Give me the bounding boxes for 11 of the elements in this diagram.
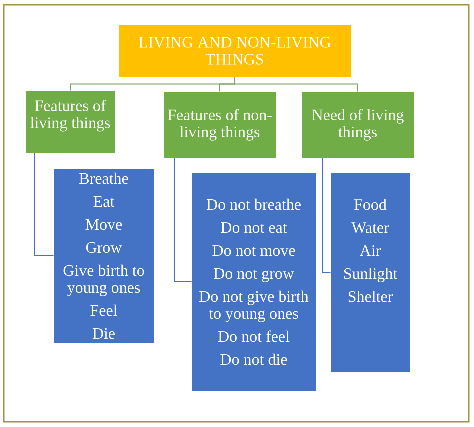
category-box: Features of non-living things	[164, 92, 276, 158]
list-box: Do not breathe Do not eat Do not move Do not grow Do not give birth to young ones Do not feel Do not die	[192, 173, 316, 391]
connector-line	[234, 76, 358, 92]
category-box: Features of living things	[26, 91, 115, 153]
connector-line	[174, 158, 192, 282]
list-box: Breathe Eat Move Grow Give birth to young ones Feel Die	[54, 169, 154, 343]
connector-line	[34, 152, 54, 256]
category-box: Need of living things	[302, 92, 414, 158]
list-box: Food Water Air Sunlight Shelter	[331, 173, 410, 372]
heading-box: LIVING AND NON-LIVING THINGS	[119, 25, 351, 77]
connector-line	[322, 158, 332, 273]
